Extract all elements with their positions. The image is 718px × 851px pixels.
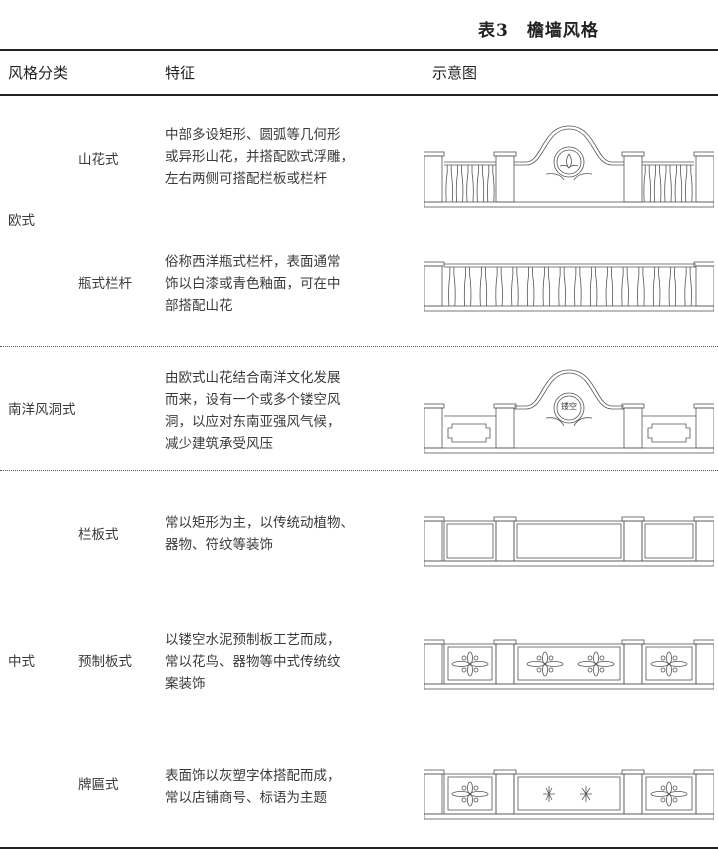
- header-features: 特征: [165, 64, 196, 82]
- wall-elevation-drawing: [424, 125, 714, 208]
- header-category: 风格分类: [8, 64, 69, 82]
- rosette-icon: [451, 651, 489, 677]
- feature-line: 而来，设有一个或多个镂空风: [165, 392, 341, 408]
- calligraphy-mark: [543, 786, 592, 802]
- rosette-icon: [451, 781, 489, 807]
- group-chinese: 中式: [8, 654, 35, 670]
- sub-category: 栏板式: [78, 527, 119, 543]
- table-bottom-rule: [0, 847, 718, 849]
- feature-line: 器物、符纹等装饰: [165, 537, 273, 553]
- rosette-icon: [650, 651, 688, 677]
- sub-category: 山花式: [78, 152, 119, 168]
- group-european: 欧式: [8, 213, 35, 229]
- feature-line: 饰以白漆或青色釉面，可在中: [165, 276, 341, 292]
- feature-line: 由欧式山花结合南洋文化发展: [165, 370, 341, 386]
- features-text: 常以矩形为主，以传统动植物、 器物、符纹等装饰: [165, 512, 354, 556]
- feature-line: 减少建筑承受风压: [165, 436, 273, 452]
- feature-line: 案装饰: [165, 676, 206, 692]
- row-divider: [0, 346, 718, 347]
- wall-elevation-drawing: 镂空: [424, 369, 714, 454]
- rosette-icon: [650, 781, 688, 807]
- openwork-label: 镂空: [561, 402, 577, 411]
- group-nanyang: 南洋风洞式: [8, 402, 76, 418]
- table-title: 表3 檐墙风格: [478, 21, 599, 41]
- diagram-panel: [424, 512, 714, 570]
- diagram-balustrade: [424, 254, 714, 316]
- diagram-precast: [424, 634, 714, 692]
- features-text: 表面饰以灰塑字体搭配而成， 常以店铺商号、标语为主题: [165, 765, 341, 809]
- header-rule: [0, 94, 718, 96]
- sub-category: 瓶式栏杆: [78, 276, 132, 292]
- feature-line: 洞，以应对东南亚强风气候，: [165, 414, 341, 430]
- feature-line: 常以店铺商号、标语为主题: [165, 790, 327, 806]
- header-diagram: 示意图: [432, 64, 478, 82]
- features-text: 以镂空水泥预制板工艺而成， 常以花鸟、器物等中式传统纹 案装饰: [165, 629, 341, 695]
- feature-line: 或异形山花，并搭配欧式浮雕，: [165, 149, 354, 165]
- wall-elevation-drawing: [424, 261, 714, 312]
- feature-line: 以镂空水泥预制板工艺而成，: [165, 632, 341, 648]
- rosette-icon: [526, 651, 564, 677]
- feature-line: 左右两侧可搭配栏板或栏杆: [165, 171, 327, 187]
- feature-line: 常以花鸟、器物等中式传统纹: [165, 654, 341, 670]
- sub-category: 牌匾式: [78, 777, 119, 793]
- diagram-pediment: [424, 122, 714, 214]
- features-text: 由欧式山花结合南洋文化发展 而来，设有一个或多个镂空风 洞，以应对东南亚强风气候…: [165, 367, 341, 455]
- feature-line: 中部多设矩形、圆弧等几何形: [165, 127, 341, 143]
- diagram-openwork: 镂空: [424, 366, 714, 456]
- features-text: 中部多设矩形、圆弧等几何形 或异形山花，并搭配欧式浮雕， 左右两侧可搭配栏板或栏…: [165, 124, 354, 190]
- feature-line: 俗称西洋瓶式栏杆，表面通常: [165, 254, 341, 270]
- feature-line: 部搭配山花: [165, 298, 233, 314]
- wall-elevation-drawing: [424, 769, 714, 820]
- features-text: 俗称西洋瓶式栏杆，表面通常 饰以白漆或青色釉面，可在中 部搭配山花: [165, 251, 341, 317]
- table-top-rule: [0, 49, 718, 51]
- feature-line: 表面饰以灰塑字体搭配而成，: [165, 768, 341, 784]
- row-divider: [0, 470, 718, 471]
- sub-category: 预制板式: [78, 654, 132, 670]
- rosette-icon: [577, 651, 615, 677]
- diagram-plaque: [424, 764, 714, 822]
- feature-line: 常以矩形为主，以传统动植物、: [165, 515, 354, 531]
- wall-elevation-drawing: [424, 516, 714, 567]
- wall-elevation-drawing: [424, 639, 714, 690]
